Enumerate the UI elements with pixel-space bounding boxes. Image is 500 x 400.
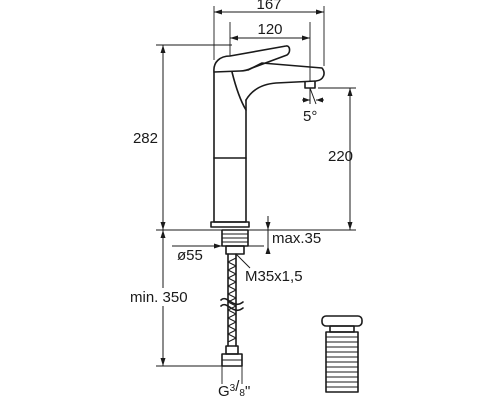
spout bbox=[245, 62, 325, 101]
connector-g: G bbox=[218, 383, 230, 400]
arrow-bottom bbox=[265, 246, 271, 254]
arrow-bottom bbox=[347, 222, 353, 230]
connector-callout: G3/8" bbox=[218, 366, 250, 400]
base-flange bbox=[210, 221, 250, 228]
dimension-220: 220 bbox=[264, 87, 356, 231]
threaded-stem bbox=[225, 245, 245, 255]
dimension-167: 167 bbox=[213, 0, 325, 66]
arrow-left bbox=[214, 9, 222, 15]
thread-callout: M35x1,5 bbox=[235, 253, 303, 285]
mounting-assembly bbox=[160, 221, 264, 255]
arrow-top bbox=[160, 230, 166, 238]
connector-unit: " bbox=[245, 383, 250, 400]
dimension-diameter: ø55 bbox=[172, 243, 222, 264]
waste-threads bbox=[326, 336, 358, 388]
leader-thread bbox=[235, 253, 251, 269]
label-120: 120 bbox=[257, 21, 282, 38]
lever-handle bbox=[213, 45, 291, 73]
label-diameter: ø55 bbox=[177, 247, 203, 264]
label-167: 167 bbox=[256, 0, 281, 13]
connector-slash: / bbox=[235, 378, 240, 395]
angle-slanted bbox=[309, 87, 317, 105]
dimension-282: 282 bbox=[133, 44, 232, 230]
label-thread: M35x1,5 bbox=[245, 268, 303, 285]
arrow-bottom bbox=[160, 358, 166, 366]
hose-break-mark-2 bbox=[220, 303, 244, 312]
label-220: 220 bbox=[328, 148, 353, 165]
arrow-diameter bbox=[214, 243, 222, 249]
flexible-hose bbox=[220, 253, 244, 367]
faucet-column bbox=[213, 71, 247, 223]
waste-neck bbox=[329, 325, 355, 333]
arrow-left bbox=[230, 35, 238, 41]
hose-break-mark-1 bbox=[220, 297, 244, 306]
waste-cap bbox=[321, 315, 363, 327]
angle-5: 5° bbox=[302, 87, 324, 125]
dimension-min350: min. 350 bbox=[126, 229, 222, 367]
label-max35: max.35 bbox=[272, 230, 321, 247]
label-connector: G3/8" bbox=[218, 378, 250, 400]
label-5deg: 5° bbox=[303, 108, 317, 125]
arrow-top bbox=[265, 222, 271, 230]
label-282: 282 bbox=[133, 130, 158, 147]
hose-braid-cross bbox=[227, 261, 237, 339]
arrow-right bbox=[316, 9, 324, 15]
arrow-right bbox=[302, 35, 310, 41]
connector-numerator: 3 bbox=[230, 383, 236, 394]
label-bg bbox=[126, 288, 202, 306]
pop-up-waste bbox=[321, 315, 363, 393]
faucet-body bbox=[213, 45, 325, 223]
angle-arrow-left bbox=[303, 97, 310, 103]
connector-denominator: 8 bbox=[239, 388, 245, 399]
arrow-bottom bbox=[160, 222, 166, 230]
label-min350: min. 350 bbox=[130, 289, 188, 306]
arrow-top bbox=[160, 45, 166, 53]
dimension-120: 120 bbox=[229, 21, 311, 82]
arrow-top bbox=[347, 88, 353, 96]
angle-arrow-right bbox=[316, 97, 323, 103]
dimension-max35: max.35 bbox=[265, 216, 321, 254]
hose-ferrule bbox=[225, 345, 239, 355]
nut-thread-lines bbox=[222, 233, 248, 243]
label-bg bbox=[252, 0, 286, 10]
inner-contour bbox=[231, 71, 247, 111]
